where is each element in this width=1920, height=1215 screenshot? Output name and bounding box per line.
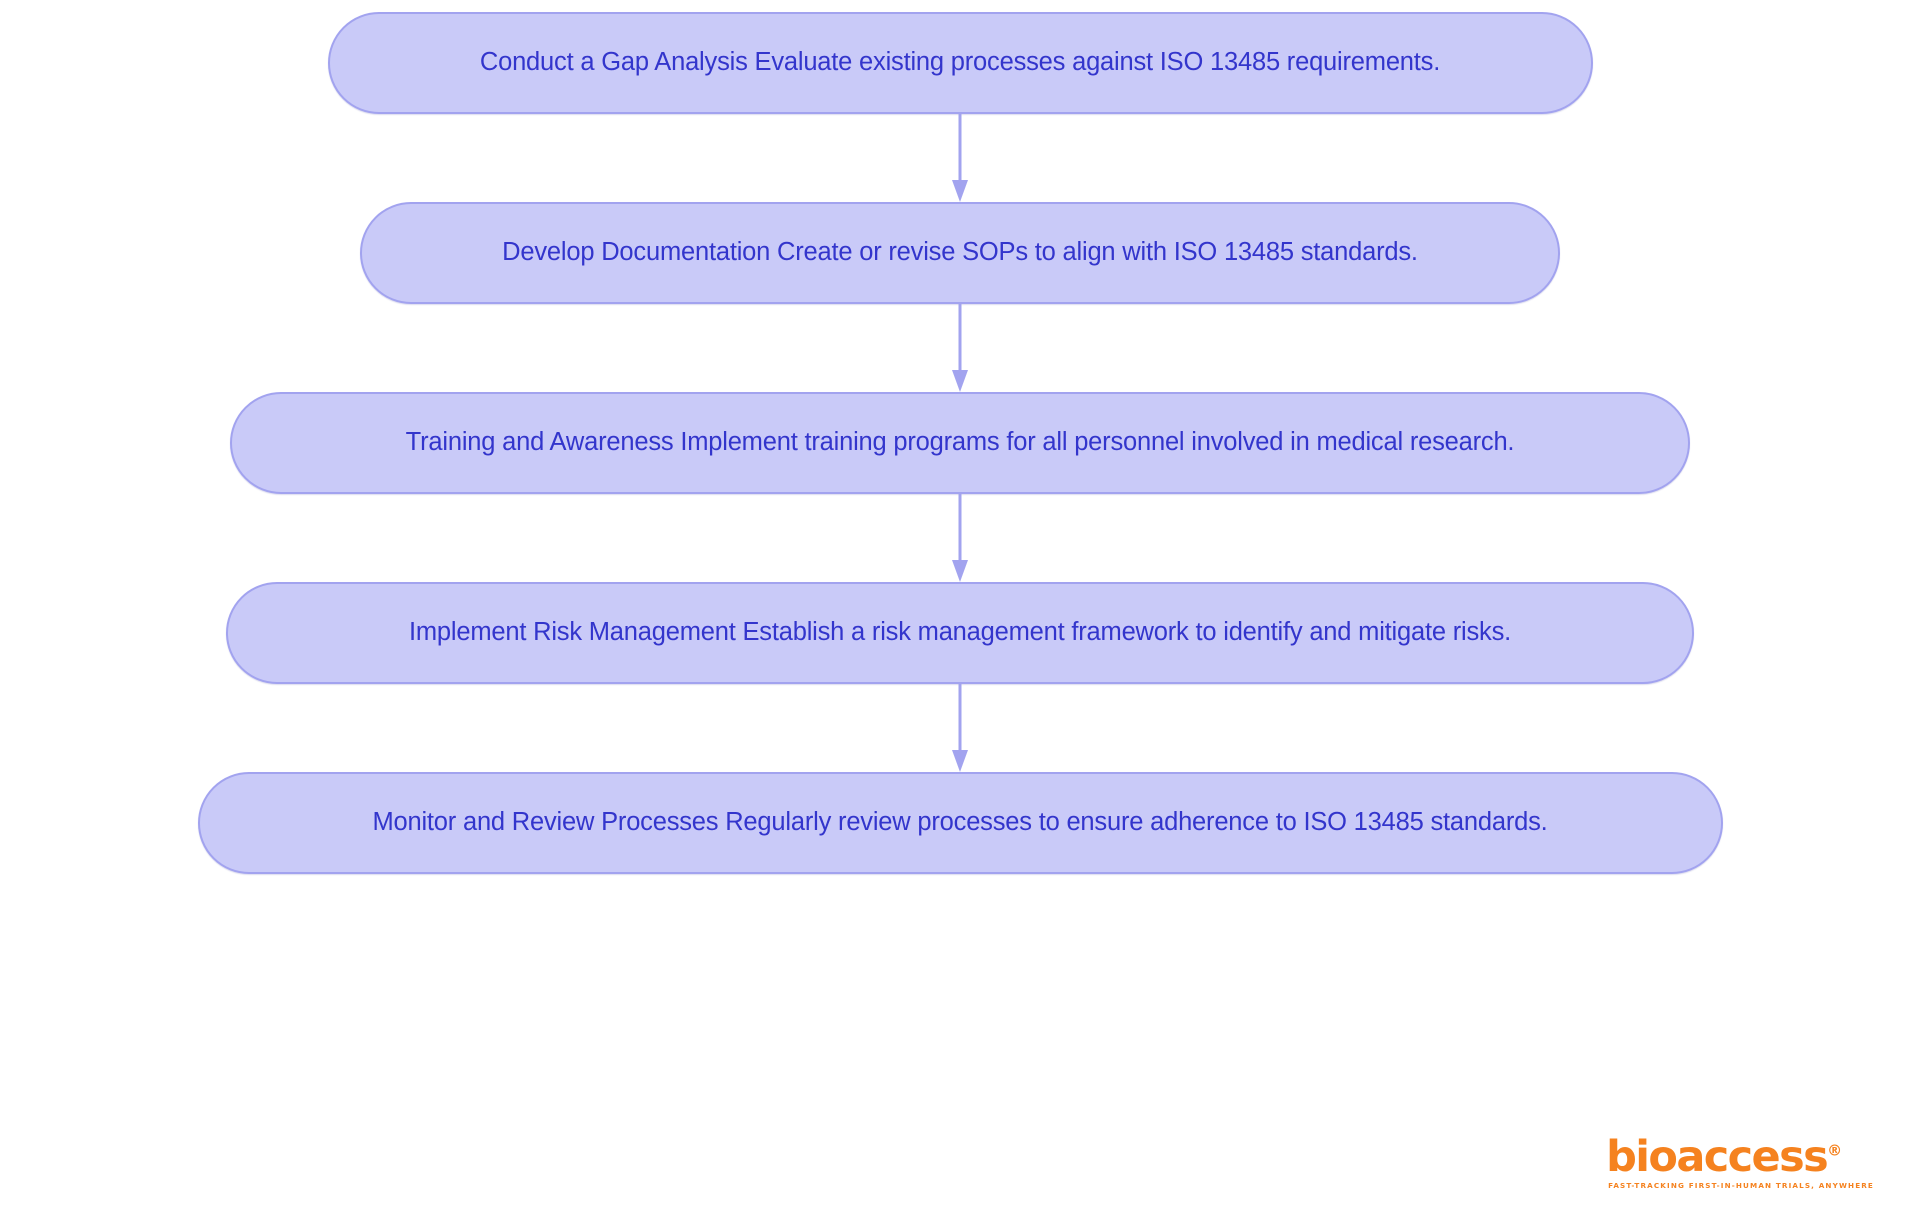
arrow-down-icon bbox=[952, 304, 968, 392]
arrow-down-icon bbox=[952, 684, 968, 772]
logo-wordmark: bioaccess® bbox=[1606, 1135, 1843, 1179]
node-row-5: Monitor and Review Processes Regularly r… bbox=[0, 772, 1920, 874]
node-row-1: Conduct a Gap Analysis Evaluate existing… bbox=[0, 12, 1920, 114]
flow-node-label: Training and Awareness Implement trainin… bbox=[405, 428, 1515, 457]
registered-trademark-icon: ® bbox=[1827, 1141, 1843, 1160]
arrow-down-icon bbox=[952, 494, 968, 582]
node-row-3: Training and Awareness Implement trainin… bbox=[0, 392, 1920, 494]
flow-node-step-1[interactable]: Conduct a Gap Analysis Evaluate existing… bbox=[327, 12, 1593, 114]
flow-node-step-3[interactable]: Training and Awareness Implement trainin… bbox=[230, 392, 1690, 494]
node-row-2: Develop Documentation Create or revise S… bbox=[0, 202, 1920, 304]
logo-tagline: FAST-TRACKING FIRST-IN-HUMAN TRIALS, ANY… bbox=[1608, 1180, 1874, 1190]
flow-node-step-5[interactable]: Monitor and Review Processes Regularly r… bbox=[197, 772, 1723, 874]
flow-node-label: Conduct a Gap Analysis Evaluate existing… bbox=[479, 48, 1441, 77]
flow-edge-1 bbox=[0, 114, 1920, 202]
flow-node-label: Develop Documentation Create or revise S… bbox=[502, 238, 1418, 267]
flow-node-step-4[interactable]: Implement Risk Management Establish a ri… bbox=[226, 582, 1694, 684]
flow-node-label: Implement Risk Management Establish a ri… bbox=[408, 618, 1512, 647]
flow-node-label: Monitor and Review Processes Regularly r… bbox=[372, 808, 1548, 837]
bioaccess-logo: bioaccess® FAST-TRACKING FIRST-IN-HUMAN … bbox=[1606, 1135, 1874, 1190]
flow-node-step-2[interactable]: Develop Documentation Create or revise S… bbox=[360, 202, 1560, 304]
flow-edge-2 bbox=[0, 304, 1920, 392]
arrow-down-icon bbox=[952, 114, 968, 202]
flow-column: Conduct a Gap Analysis Evaluate existing… bbox=[0, 12, 1920, 874]
flow-edge-4 bbox=[0, 684, 1920, 772]
node-row-4: Implement Risk Management Establish a ri… bbox=[0, 582, 1920, 684]
flow-edge-3 bbox=[0, 494, 1920, 582]
logo-word-text: bioaccess bbox=[1606, 1131, 1829, 1182]
